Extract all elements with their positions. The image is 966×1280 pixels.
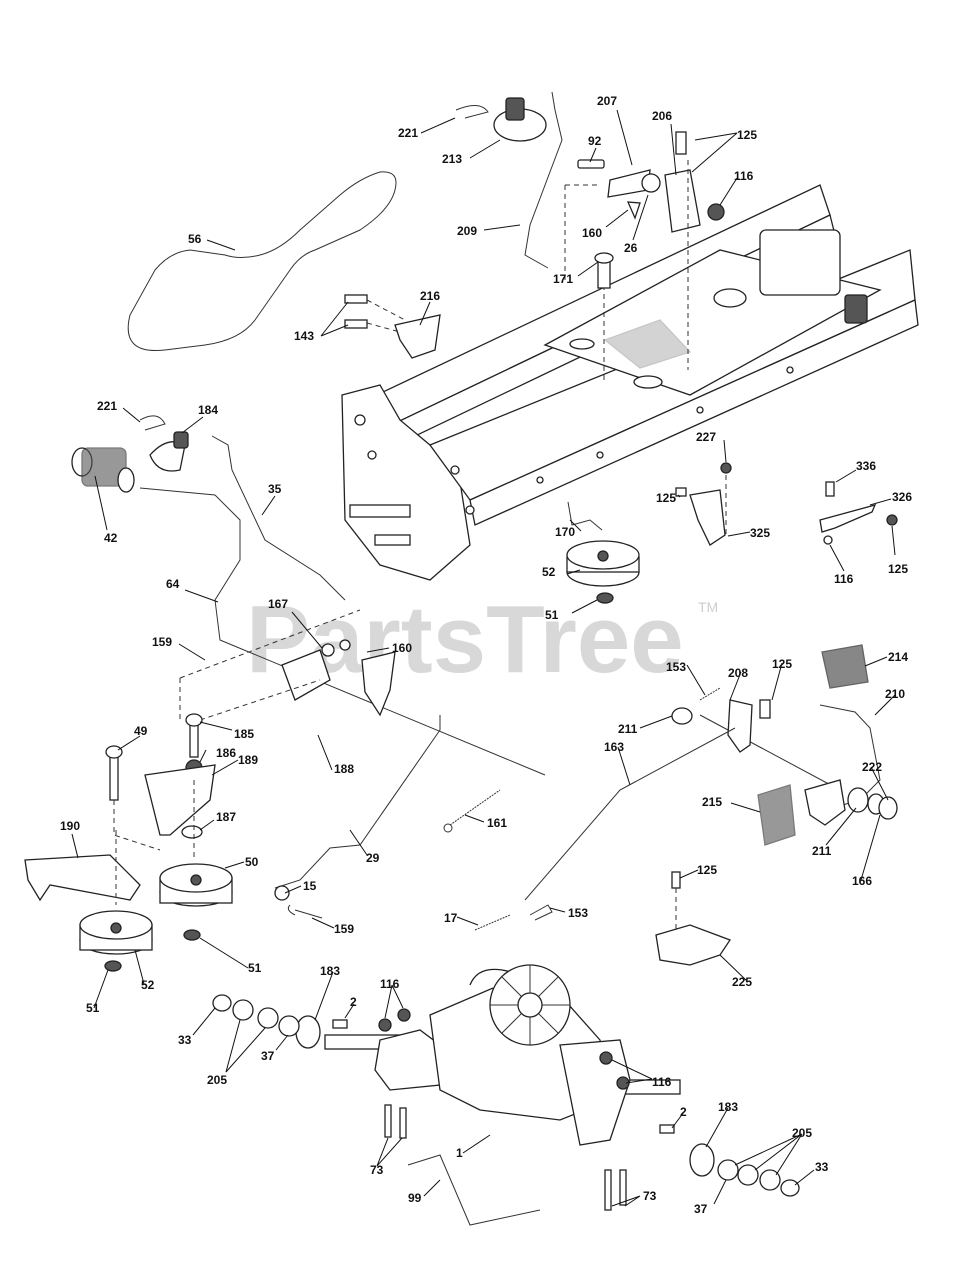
label-92: 92 [588, 134, 602, 148]
label-189: 189 [238, 753, 258, 767]
label-2-b: 2 [680, 1105, 687, 1119]
label-51: 51 [545, 608, 559, 622]
label-187: 187 [216, 810, 236, 824]
label-208: 208 [728, 666, 748, 680]
label-159-b: 159 [334, 922, 354, 936]
label-222: 222 [862, 760, 882, 774]
label-56: 56 [188, 232, 202, 246]
label-15: 15 [303, 879, 317, 893]
label-37: 37 [261, 1049, 275, 1063]
label-326: 326 [892, 490, 912, 504]
label-190: 190 [60, 819, 80, 833]
label-42: 42 [104, 531, 118, 545]
label-227: 227 [696, 430, 716, 444]
label-336: 336 [856, 459, 876, 473]
label-215: 215 [702, 795, 722, 809]
label-183-b: 183 [718, 1100, 738, 1114]
label-116-b: 116 [834, 572, 854, 586]
pulley-52-left [79, 910, 153, 955]
label-37-b: 37 [694, 1202, 708, 1216]
label-213: 213 [442, 152, 462, 166]
pulley-50 [159, 863, 233, 907]
label-325: 325 [750, 526, 770, 540]
label-99: 99 [408, 1191, 422, 1205]
label-73: 73 [370, 1163, 384, 1177]
label-163: 163 [604, 740, 624, 754]
label-64: 64 [166, 577, 180, 591]
label-153: 153 [666, 660, 686, 674]
label-161: 161 [487, 816, 507, 830]
label-52-b: 52 [141, 978, 155, 992]
frame-assembly [341, 184, 919, 581]
watermark-tm: TM [698, 599, 718, 615]
label-205-b: 205 [792, 1126, 812, 1140]
handle-grip-42 [71, 447, 135, 493]
label-17: 17 [444, 911, 458, 925]
label-51-c: 51 [86, 1001, 100, 1015]
label-125-d: 125 [772, 657, 792, 671]
label-143: 143 [294, 329, 314, 343]
label-73-b: 73 [643, 1189, 657, 1203]
label-184: 184 [198, 403, 218, 417]
label-216: 216 [420, 289, 440, 303]
label-33-b: 33 [815, 1160, 829, 1174]
part-labels: 221 213 56 209 207 92 206 125 116 160 26… [60, 94, 912, 1216]
label-52: 52 [542, 565, 556, 579]
cooling-fan [489, 964, 571, 1046]
label-159: 159 [152, 635, 172, 649]
label-221: 221 [398, 126, 418, 140]
label-50: 50 [245, 855, 259, 869]
label-211-b: 211 [812, 844, 832, 858]
label-49: 49 [134, 724, 148, 738]
label-167: 167 [268, 597, 288, 611]
leader-lines [71, 109, 896, 1207]
label-209: 209 [457, 224, 477, 238]
label-210: 210 [885, 687, 905, 701]
label-125-b: 125 [656, 491, 676, 505]
label-214: 214 [888, 650, 908, 664]
label-116-d: 116 [652, 1075, 672, 1089]
label-171: 171 [553, 272, 573, 286]
label-51-b: 51 [248, 961, 262, 975]
transaxle-1 [324, 964, 681, 1211]
label-116-c: 116 [380, 977, 400, 991]
label-186: 186 [216, 746, 236, 760]
label-211: 211 [618, 722, 638, 736]
label-183: 183 [320, 964, 340, 978]
label-207: 207 [597, 94, 617, 108]
pulley-52-center [566, 540, 640, 587]
label-185: 185 [234, 727, 254, 741]
label-1: 1 [456, 1146, 463, 1160]
label-33: 33 [178, 1033, 192, 1047]
label-221-left: 221 [97, 399, 117, 413]
label-125-e: 125 [697, 863, 717, 877]
label-2: 2 [350, 995, 357, 1009]
label-116: 116 [734, 169, 754, 183]
label-160: 160 [582, 226, 602, 240]
label-225: 225 [732, 975, 752, 989]
label-170: 170 [555, 525, 575, 539]
label-35: 35 [268, 482, 282, 496]
label-206: 206 [652, 109, 672, 123]
label-188: 188 [334, 762, 354, 776]
label-125: 125 [737, 128, 757, 142]
label-205: 205 [207, 1073, 227, 1087]
label-26: 26 [624, 241, 638, 255]
label-160-b: 160 [392, 641, 412, 655]
label-166: 166 [852, 874, 872, 888]
drive-belt-56 [127, 171, 397, 352]
label-29: 29 [366, 851, 380, 865]
label-153-b: 153 [568, 906, 588, 920]
label-125-c: 125 [888, 562, 908, 576]
